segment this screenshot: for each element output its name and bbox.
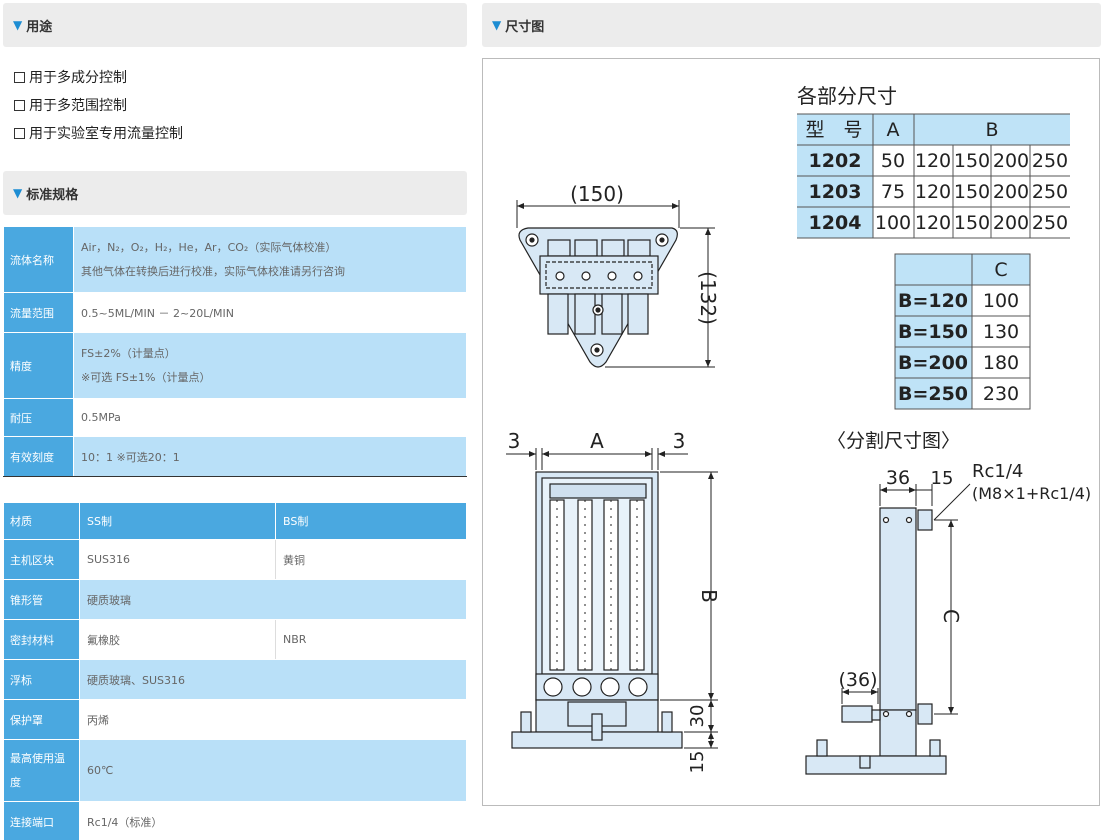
svg-text:130: 130 [983,321,1019,343]
table-title: 各部分尺寸 [797,84,897,108]
dim-c: C [939,609,963,623]
svg-text:B=200: B=200 [898,352,968,374]
dimension-title: 尺寸图 [505,19,545,35]
svg-text:150: 150 [954,150,990,172]
dim-3-left: 3 [508,429,521,453]
dim-36: 36 [886,467,910,489]
svg-text:200: 200 [993,181,1029,203]
th-b: B [985,119,998,141]
svg-text:1203: 1203 [809,181,862,203]
th-model: 型 号 [805,119,862,141]
usage-title: 用途 [26,19,53,35]
split-title: 〈分割尺寸图〉 [827,430,960,452]
svg-text:100: 100 [983,290,1019,312]
list-item: 用于多成分控制 [14,64,183,92]
split-view-dims [841,483,971,715]
dim-b: B [697,589,721,603]
checkbox-icon [14,100,25,111]
size-table: 型 号 A B 1202 50 120 150 200 250 1203 75 … [797,113,1070,239]
svg-text:250: 250 [1032,150,1068,172]
dim-15: 15 [931,468,954,489]
svg-text:B=250: B=250 [898,383,968,405]
svg-text:100: 100 [875,212,911,234]
front-view-drawing [511,471,683,749]
split-view-drawing [805,507,947,775]
usage-list: 用于多成分控制 用于多范围控制 用于实验室专用流量控制 [14,64,183,148]
front-view-dims [506,448,718,749]
svg-text:150: 150 [954,181,990,203]
th-a: A [887,119,900,141]
dim-36b: (36) [838,669,877,691]
top-view-drawing [518,227,678,368]
divider [3,476,467,477]
dimension-header: ▼ 尺寸图 [482,3,1101,47]
svg-text:250: 250 [1032,212,1068,234]
svg-text:120: 120 [915,150,951,172]
table-row: 精度 FS±2%（计量点）※可选 FS±1%（计量点） [3,332,467,399]
spec-header: ▼ 标准规格 [3,171,467,215]
svg-text:50: 50 [881,150,905,172]
table-header-row: 材质 SS制 BS制 [3,502,467,540]
svg-text:200: 200 [993,150,1029,172]
svg-text:C: C [994,259,1007,281]
dim-rc: Rc1/4 [972,461,1023,482]
checkbox-icon [14,128,25,139]
triangle-down-icon: ▼ [13,18,23,32]
svg-text:120: 120 [915,212,951,234]
svg-text:1202: 1202 [809,150,862,172]
spec-table-1: 流体名称 Air，N₂，O₂，H₂，He，Ar，CO₂（实际气体校准）其他气体在… [3,226,467,477]
svg-text:B=150: B=150 [898,321,968,343]
svg-text:200: 200 [993,212,1029,234]
dim-3-right: 3 [673,429,686,453]
svg-text:120: 120 [915,181,951,203]
dim-132: (132) [696,271,720,325]
svg-text:150: 150 [954,212,990,234]
dim-a: A [590,429,604,453]
triangle-down-icon: ▼ [13,186,23,200]
dim-15-left: 15 [687,751,708,774]
table-row: 锥形管硬质玻璃 [3,579,467,620]
dim-150: (150) [570,182,624,206]
usage-header: ▼ 用途 [3,3,467,47]
svg-text:180: 180 [983,352,1019,374]
dim-rc2: (M8×1+Rc1/4) [972,484,1091,503]
checkbox-icon [14,72,25,83]
dim-30: 30 [687,705,708,728]
spec-title: 标准规格 [26,187,79,203]
triangle-down-icon: ▼ [492,18,502,32]
svg-text:250: 250 [1032,181,1068,203]
drawing-frame [482,58,1100,806]
list-item: 用于实验室专用流量控制 [14,120,183,148]
list-item: 用于多范围控制 [14,92,183,120]
svg-text:B=120: B=120 [898,290,968,312]
top-view-dims [516,200,715,368]
svg-text:1204: 1204 [809,212,862,234]
svg-text:75: 75 [881,181,905,203]
c-table: C B=120 100 B=150 130 B=200 180 B=250 23… [894,253,1031,410]
svg-text:230: 230 [983,383,1019,405]
table-row: 保护罩丙烯 [3,699,467,740]
